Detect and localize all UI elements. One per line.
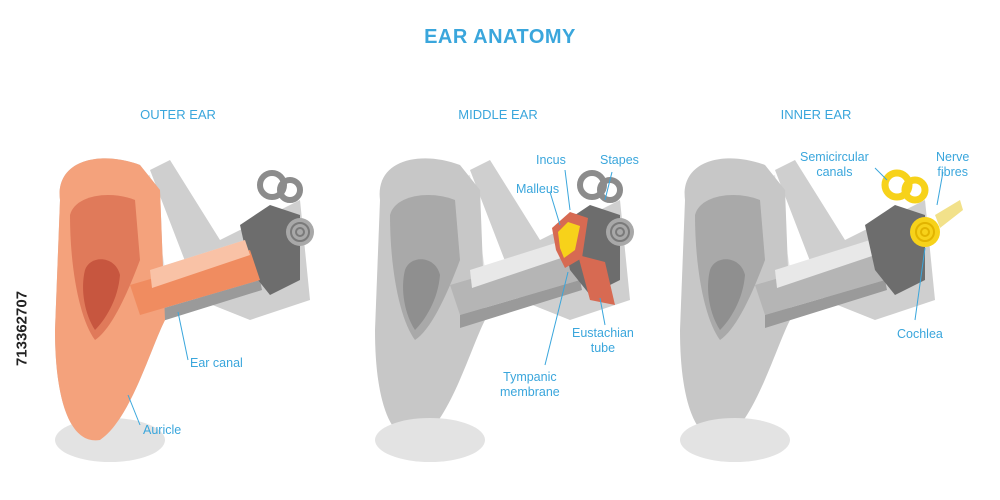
label-tympanic-line1: Tympanic <box>503 370 557 384</box>
label-ear-canal: Ear canal <box>190 356 243 370</box>
inner-ear-title: INNER EAR <box>780 107 852 122</box>
stock-id: 713362707 <box>13 290 31 367</box>
inner-ear-figure <box>680 158 963 462</box>
label-semicircular-canals: Semicircular canals <box>800 150 869 180</box>
middle-ear-title: MIDDLE EAR <box>458 107 538 122</box>
label-cochlea: Cochlea <box>897 327 943 341</box>
label-malleus: Malleus <box>516 182 560 196</box>
label-nerve-fibres: Nerve fibres <box>936 150 969 180</box>
diagram-title: EAR ANATOMY <box>424 26 576 48</box>
label-eustachian-line2: tube <box>590 341 616 355</box>
label-eustachian-line1: Eustachian <box>572 326 634 340</box>
outer-ear-figure <box>55 158 314 462</box>
label-eustachian-tube: Eustachian tube <box>572 326 634 356</box>
label-incus: Incus <box>536 153 566 167</box>
label-semicircular-line1: Semicircular <box>800 150 869 164</box>
label-tympanic-membrane: Tympanic membrane <box>500 370 560 400</box>
label-semicircular-line2: canals <box>816 165 853 179</box>
middle-ear-figure <box>375 158 634 462</box>
label-nerve-line1: Nerve <box>936 150 970 164</box>
label-tympanic-line2: membrane <box>500 385 560 399</box>
outer-ear-title: OUTER EAR <box>140 107 216 122</box>
label-nerve-line2: fibres <box>937 165 968 179</box>
label-stapes: Stapes <box>600 153 639 167</box>
label-auricle: Auricle <box>143 423 182 437</box>
